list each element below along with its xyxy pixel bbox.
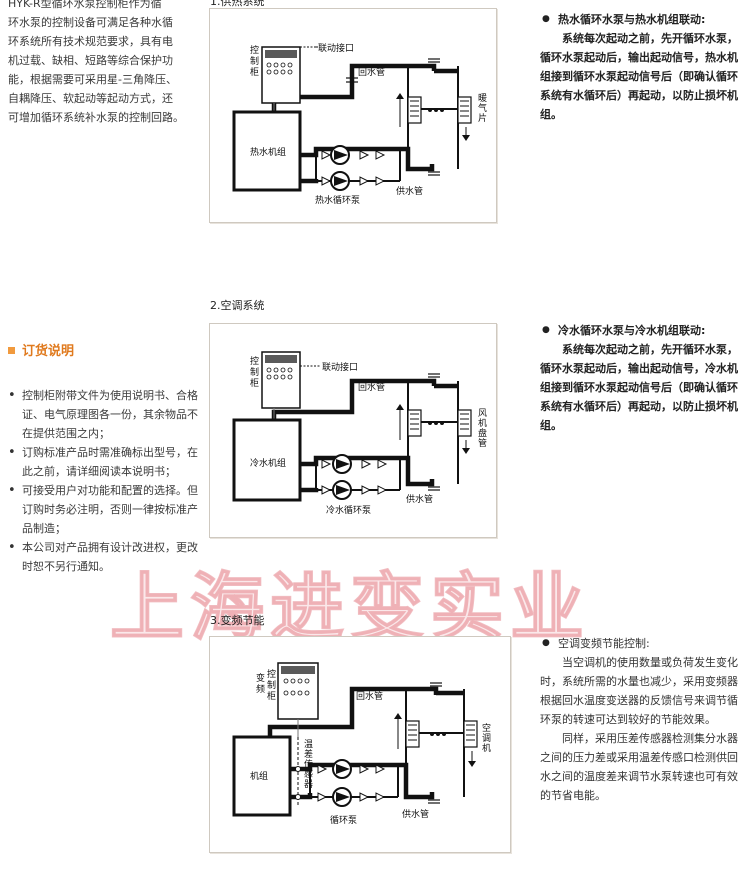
intro-line: 环系统所有技术规范要求，具有电 bbox=[8, 35, 173, 48]
desc-body: 系统每次起动之前，先开循环水泵，循环水泵起动后，输出起动信号，热水机组接到循环水… bbox=[540, 32, 738, 121]
intro-line: 能，根据需要可采用星-三角降压、 bbox=[8, 73, 177, 86]
intro-line: 环水泵的控制设备可满足各种水循 bbox=[8, 16, 173, 29]
circulation-pump bbox=[332, 759, 352, 779]
label-unit: 冷水机组 bbox=[250, 457, 286, 469]
desc-heading: 空调变频节能控制: bbox=[540, 634, 745, 653]
label-supply-pipe: 供水管 bbox=[406, 493, 433, 505]
circulation-pump bbox=[330, 171, 350, 191]
label-terminal: 暖气片 bbox=[478, 92, 487, 124]
order-list: 控制柜附带文件为使用说明书、合格证、电气原理图各一份，其余物品不在提供范围之内；… bbox=[8, 386, 198, 576]
order-title: 订货说明 bbox=[8, 340, 74, 359]
label-unit: 机组 bbox=[250, 770, 268, 782]
square-bullet-icon bbox=[8, 347, 15, 354]
diagram-panel-heating: 控制柜 联动接口 回水管 供水管 热水机组 热水循环泵 暖气片 bbox=[209, 8, 497, 223]
desc-aircon: 冷水循环水泵与冷水机组联动: 系统每次起动之前，先开循环水泵，循环水泵起动后，输… bbox=[540, 321, 745, 435]
circulation-pump bbox=[332, 480, 352, 500]
desc-body: 系统每次起动之前，先开循环水泵，循环水泵起动后，输出起动信号，冷水机组接到循环水… bbox=[540, 343, 738, 432]
desc-heading: 热水循环水泵与热水机组联动: bbox=[540, 10, 745, 29]
label-unit: 热水机组 bbox=[250, 146, 286, 158]
label-terminal: 空调机 bbox=[482, 722, 491, 754]
chiller-unit bbox=[232, 418, 302, 502]
intro-line: 自耦降压、软起动等起动方式，还 bbox=[8, 92, 173, 105]
desc-vfd: 空调变频节能控制: 当空调机的使用数量或负荷发生变化时，系统所需的水量也减少，采… bbox=[540, 634, 745, 805]
intro-line: HYK-R型循环水泵控制柜作为循 bbox=[8, 0, 162, 10]
label-sensor: 温差传感器 bbox=[304, 739, 313, 790]
order-item: 控制柜附带文件为使用说明书、合格证、电气原理图各一份，其余物品不在提供范围之内； bbox=[8, 386, 198, 443]
label-supply-pipe: 供水管 bbox=[402, 808, 429, 820]
circulation-pump bbox=[330, 145, 350, 165]
desc-body: 同样，采用压差传感器检测集分水器之间的压力差或采用温差传感口检测供回水之间的温度… bbox=[540, 732, 738, 802]
circulation-pump bbox=[332, 787, 352, 807]
label-terminal: 风机盘管 bbox=[478, 408, 487, 449]
label-return-pipe: 回水管 bbox=[356, 690, 383, 702]
heating-system-diagram: 控制柜 联动接口 回水管 供水管 热水机组 热水循环泵 暖气片 bbox=[232, 42, 487, 206]
section-title-aircon: 2.空调系统 bbox=[210, 299, 265, 312]
order-title-text: 订货说明 bbox=[22, 344, 75, 359]
label-pump: 热水循环泵 bbox=[315, 194, 360, 206]
label-pump: 循环泵 bbox=[330, 814, 357, 826]
label-link-port: 联动接口 bbox=[318, 42, 354, 54]
vfd-system-diagram: 变频 控制柜 回水管 供水管 机组 温差传感器 循环泵 空调机 bbox=[232, 662, 491, 826]
radiator bbox=[407, 96, 422, 124]
label-link-port: 联动接口 bbox=[322, 361, 358, 373]
radiator bbox=[457, 96, 472, 124]
label-pump: 冷水循环泵 bbox=[326, 504, 371, 516]
label-cabinet: 控制柜 bbox=[267, 668, 276, 702]
label-supply-pipe: 供水管 bbox=[396, 185, 423, 197]
section-title-heating: 1.供热系统 bbox=[210, 0, 265, 8]
water-heater-unit bbox=[232, 110, 302, 192]
fan-coil bbox=[407, 409, 422, 437]
order-item: 可接受用户对功能和配置的选择。但订购时务必注明，否则一律按标准产品制造； bbox=[8, 481, 198, 538]
aircon-system-diagram: 控制柜 联动接口 回水管 供水管 冷水机组 冷水循环泵 风机盘管 bbox=[232, 351, 487, 516]
diagram-panel-aircon: 控制柜 联动接口 回水管 供水管 冷水机组 冷水循环泵 风机盘管 bbox=[209, 323, 497, 538]
label-vfd: 变频 bbox=[256, 672, 265, 695]
desc-heading: 冷水循环水泵与冷水机组联动: bbox=[540, 321, 745, 340]
air-handler bbox=[463, 720, 478, 748]
label-return-pipe: 回水管 bbox=[358, 66, 385, 78]
desc-heating: 热水循环水泵与热水机组联动: 系统每次起动之前，先开循环水泵，循环水泵起动后，输… bbox=[540, 10, 745, 124]
air-handler bbox=[405, 720, 420, 748]
desc-body: 当空调机的使用数量或负荷发生变化时，系统所需的水量也减少，采用变频器根据回水温度… bbox=[540, 656, 738, 726]
diagram-panel-vfd: 变频 控制柜 回水管 供水管 机组 温差传感器 循环泵 空调机 bbox=[209, 636, 511, 853]
order-item: 订购标准产品时需准确标出型号，在此之前，请详细阅读本说明书； bbox=[8, 443, 198, 481]
intro-line: 机过载、缺相、短路等综合保护功 bbox=[8, 54, 173, 67]
intro-line: 可增加循环系统补水泵的控制回路。 bbox=[8, 111, 184, 124]
unit bbox=[232, 735, 292, 817]
order-item: 本公司对产品拥有设计改进权，更改时恕不另行通知。 bbox=[8, 538, 198, 576]
label-cabinet: 控制柜 bbox=[250, 355, 259, 389]
temperature-sensor bbox=[295, 737, 301, 807]
label-return-pipe: 回水管 bbox=[358, 381, 385, 393]
fan-coil bbox=[457, 409, 472, 437]
label-cabinet: 控制柜 bbox=[250, 44, 259, 78]
circulation-pump bbox=[332, 454, 352, 474]
section-title-vfd: 3.变频节能 bbox=[210, 614, 265, 627]
intro-paragraph: HYK-R型循环水泵控制柜作为循 环水泵的控制设备可满足各种水循 环系统所有技术… bbox=[8, 0, 198, 127]
